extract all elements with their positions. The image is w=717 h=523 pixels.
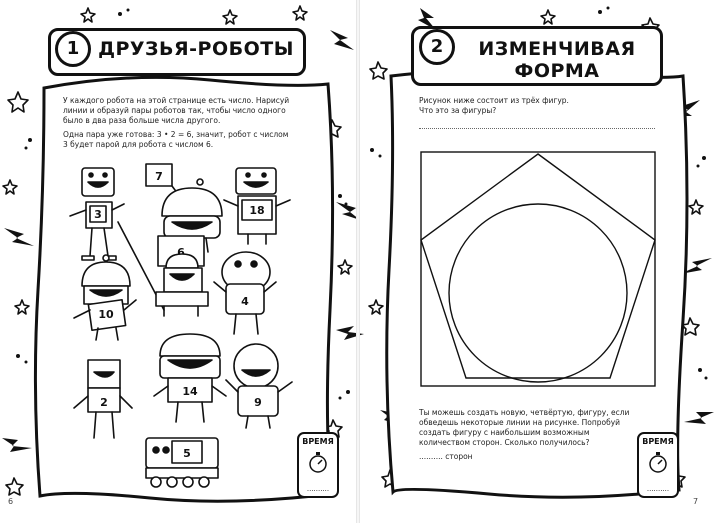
dot-icon — [346, 390, 350, 394]
question-text: Рисунок ниже состоит из трёх фигур. Что … — [419, 96, 569, 115]
dot-icon — [702, 156, 706, 160]
page-number: 6 — [8, 497, 14, 506]
star-icon — [2, 179, 18, 195]
svg-text:10: 10 — [98, 308, 114, 321]
time-label: ВРЕМЯ — [302, 437, 334, 446]
robot-18[interactable]: 18 — [223, 167, 291, 245]
stopwatch-icon — [309, 452, 327, 473]
robot-10[interactable]: 10 — [73, 254, 137, 341]
dot-icon — [598, 10, 602, 14]
time-label: ВРЕМЯ — [642, 437, 674, 446]
left-page: 1 ДРУЗЬЯ-РОБОТЫ У каждого робота на этой… — [0, 0, 358, 523]
right-title-box — [411, 26, 663, 86]
dot-icon — [370, 148, 374, 152]
page-number: 7 — [693, 497, 699, 506]
square-shape — [420, 151, 656, 387]
shapes-figure — [420, 151, 656, 387]
answer-line[interactable] — [419, 128, 655, 129]
svg-text:3: 3 — [94, 208, 102, 221]
book-spine — [356, 0, 360, 523]
svg-text:6: 6 — [177, 246, 185, 259]
svg-text:9: 9 — [254, 396, 262, 409]
spike-icon — [4, 228, 34, 246]
svg-text:7: 7 — [155, 170, 163, 183]
left-title-box — [48, 28, 306, 76]
dot-icon — [24, 146, 28, 150]
answer-row: .......... сторон — [419, 452, 539, 462]
spike-icon — [336, 202, 360, 220]
stopwatch-icon — [649, 452, 667, 473]
dot-icon — [606, 6, 610, 10]
svg-text:14: 14 — [182, 385, 198, 398]
robot-4[interactable]: 4 — [213, 251, 277, 335]
star-icon — [14, 299, 30, 315]
svg-text:4: 4 — [241, 295, 249, 308]
task-text: Ты можешь создать новую, четвёртую, фигу… — [419, 408, 630, 447]
right-page: 2 ИЗМЕНЧИВАЯ ФОРМА Рисунок ниже состоит … — [359, 0, 717, 523]
star-icon — [337, 259, 353, 275]
dot-icon — [696, 164, 700, 168]
sides-unit: сторон — [445, 452, 473, 461]
star-icon — [222, 9, 238, 25]
time-badge: ВРЕМЯ .......... — [297, 432, 339, 498]
dot-icon — [378, 154, 382, 158]
robot-5[interactable]: 5 — [145, 437, 219, 488]
dot-icon — [118, 12, 122, 16]
dot-icon — [126, 8, 130, 12]
robot-3[interactable]: 3 — [69, 167, 125, 261]
robots-illustration: 3 7 18 — [69, 163, 293, 488]
task-number: 2 — [419, 29, 455, 65]
robot-7[interactable]: 7 — [145, 163, 223, 253]
svg-text:5: 5 — [183, 447, 191, 460]
star-icon — [369, 61, 388, 80]
dot-icon — [704, 376, 708, 380]
dot-icon — [28, 138, 32, 142]
time-field[interactable]: .......... — [646, 485, 670, 493]
star-icon — [368, 299, 384, 315]
dot-icon — [344, 202, 348, 206]
dot-icon — [338, 396, 342, 400]
robot-2[interactable]: 2 — [73, 359, 133, 439]
dot-icon — [338, 194, 342, 198]
star-icon — [540, 9, 556, 25]
page-title: ДРУЗЬЯ-РОБОТЫ — [98, 38, 294, 60]
time-field[interactable]: .......... — [306, 485, 330, 493]
task-number: 1 — [55, 31, 91, 67]
robot-9[interactable]: 9 — [225, 343, 293, 429]
example-text: Одна пара уже готова: 3 • 2 = 6, значит,… — [63, 130, 289, 149]
spike-icon — [330, 30, 354, 50]
star-icon — [688, 199, 704, 215]
spike-icon — [418, 8, 436, 30]
dot-icon — [24, 360, 28, 364]
sides-answer-field[interactable]: .......... — [419, 452, 443, 461]
dot-icon — [16, 354, 20, 358]
spike-icon — [680, 258, 712, 274]
dot-icon — [698, 368, 702, 372]
page-title: ИЗМЕНЧИВАЯ ФОРМА — [478, 38, 636, 82]
star-icon — [5, 477, 24, 496]
robot-6[interactable]: 6 — [155, 235, 209, 317]
robot-14[interactable]: 14 — [153, 333, 227, 423]
svg-text:2: 2 — [100, 396, 108, 409]
pentagon-shape — [420, 153, 656, 379]
star-icon — [7, 91, 29, 113]
star-icon — [292, 5, 308, 21]
spike-icon — [684, 412, 714, 424]
star-icon — [80, 7, 96, 23]
instruction-text: У каждого робота на этой странице есть ч… — [63, 96, 290, 125]
spike-icon — [2, 438, 32, 452]
spike-icon — [336, 326, 364, 340]
svg-text:18: 18 — [249, 204, 264, 217]
time-badge: ВРЕМЯ .......... — [637, 432, 679, 498]
circle-shape — [448, 203, 628, 383]
